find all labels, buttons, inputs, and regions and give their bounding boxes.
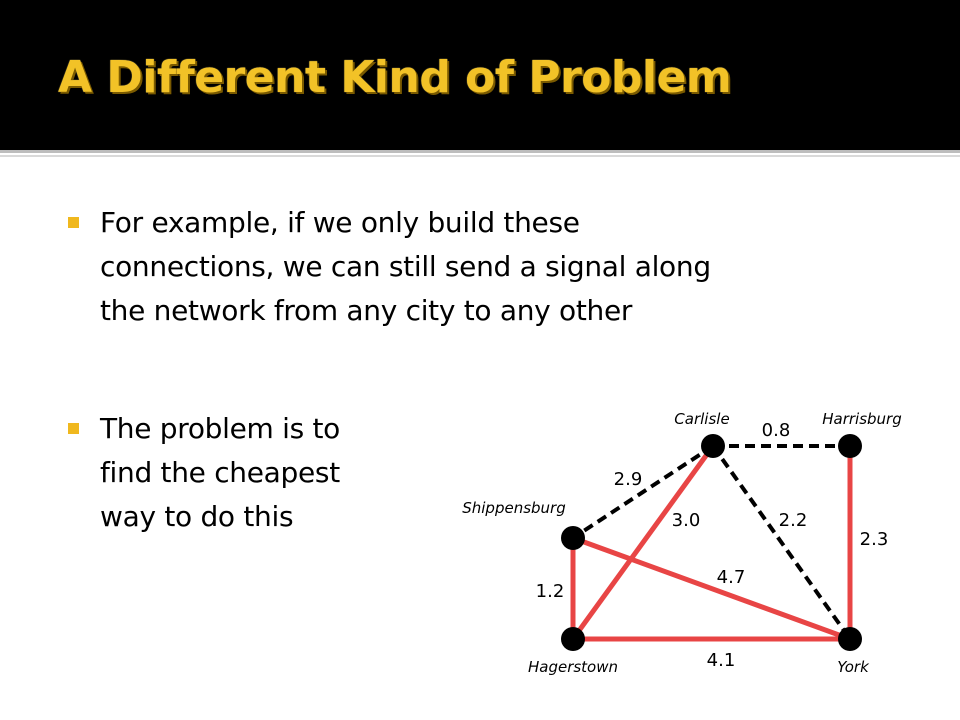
bullet-2-line-2: find the cheapest — [100, 456, 340, 489]
edge-carlisle-hagerstown — [570, 444, 716, 641]
bullet-marker-icon — [68, 423, 79, 434]
node-hagerstown — [561, 627, 585, 651]
edge-carlisle-york — [711, 444, 852, 641]
edge-shippensburg-york — [572, 535, 851, 642]
slide-title: A Different Kind of Problem — [58, 52, 732, 103]
bullet-1-line-1: For example, if we only build these — [100, 206, 580, 239]
edge-weight-harrisburg-york: 2.3 — [860, 529, 889, 550]
edge-weight-hagerstown-york: 4.1 — [707, 650, 736, 671]
edge-carlisle-shippensburg — [571, 444, 715, 540]
node-shippensburg — [561, 526, 585, 550]
edge-weight-carlisle-harrisburg: 0.8 — [762, 420, 791, 441]
bullet-2-line-1: The problem is to — [100, 412, 341, 445]
edge-weight-carlisle-york: 2.2 — [779, 510, 808, 531]
title-bar: A Different Kind of Problem — [0, 0, 960, 150]
city-label-harrisburg: Harrisburg — [822, 410, 902, 428]
node-carlisle — [701, 434, 725, 458]
bullet-marker-icon — [68, 217, 79, 228]
bullet-1-line-2: connections, we can still send a signal … — [100, 250, 711, 283]
bullet-2: The problem is to find the cheapest way … — [68, 407, 341, 539]
edge-weight-carlisle-hagerstown: 3.0 — [672, 510, 701, 531]
city-label-carlisle: Carlisle — [674, 410, 729, 428]
edge-weight-shippensburg-hagerstown: 1.2 — [536, 581, 565, 602]
city-label-york: York — [837, 658, 870, 676]
edge-weight-carlisle-shippensburg: 2.9 — [614, 469, 643, 490]
bullet-1: For example, if we only build these conn… — [68, 201, 711, 333]
node-harrisburg — [838, 434, 862, 458]
bullet-2-line-3: way to do this — [100, 500, 294, 533]
title-divider — [0, 150, 960, 153]
node-york — [838, 627, 862, 651]
city-label-shippensburg: Shippensburg — [462, 499, 566, 517]
title-divider-secondary — [0, 155, 960, 157]
edge-weight-shippensburg-york: 4.7 — [717, 567, 746, 588]
bullet-1-line-3: the network from any city to any other — [100, 294, 633, 327]
city-label-hagerstown: Hagerstown — [528, 658, 618, 676]
